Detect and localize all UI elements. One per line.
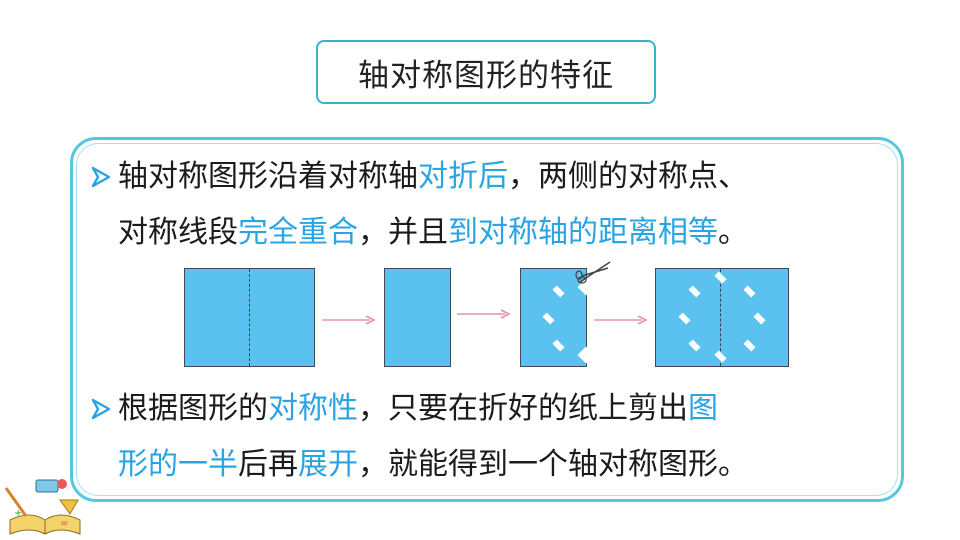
body-text: ，只要在折好的纸上剪出 bbox=[358, 391, 688, 426]
body-text: ，并且 bbox=[358, 215, 448, 250]
highlighted-text: 对称性 bbox=[268, 391, 358, 426]
highlighted-text: 图 bbox=[688, 391, 718, 426]
paper-cut bbox=[520, 268, 595, 367]
highlighted-text: 形的一半 bbox=[118, 447, 238, 482]
paper-unfolded-result bbox=[655, 268, 789, 367]
highlighted-text: 对折后 bbox=[418, 159, 508, 194]
svg-text:+: + bbox=[14, 508, 22, 519]
arrow-right-icon bbox=[594, 315, 648, 325]
paper-unfolded bbox=[184, 268, 315, 367]
point-1-line-2: 对称线段完全重合，并且到对称轴的距离相等。 bbox=[118, 206, 918, 260]
body-text: 对称线段 bbox=[118, 215, 238, 250]
bullet-arrow-icon bbox=[91, 398, 111, 420]
scissors-icon bbox=[575, 261, 611, 284]
body-text: 轴对称图形沿着对称轴 bbox=[118, 159, 418, 194]
svg-text:=: = bbox=[60, 518, 68, 529]
point-2-line-2: 形的一半后再展开，就能得到一个轴对称图形。 bbox=[118, 438, 918, 492]
highlighted-text: 展开 bbox=[298, 447, 358, 482]
body-text: ，两侧的对称点、 bbox=[508, 159, 748, 194]
slide-title: 轴对称图形的特征 bbox=[316, 40, 656, 104]
highlighted-text: 完全重合 bbox=[238, 215, 358, 250]
point-2-line-1: 根据图形的对称性，只要在折好的纸上剪出图 bbox=[118, 382, 918, 436]
arrow-right-icon bbox=[457, 309, 511, 319]
paper-folded bbox=[384, 268, 451, 367]
body-text: 。 bbox=[718, 215, 748, 250]
body-text: 后再 bbox=[238, 447, 298, 482]
body-text: 根据图形的 bbox=[118, 391, 268, 426]
stationery-decoration-icon: + = bbox=[4, 479, 81, 535]
highlighted-text: 到对称轴的距离相等 bbox=[448, 215, 718, 250]
point-1-line-1: 轴对称图形沿着对称轴对折后，两侧的对称点、 bbox=[118, 150, 918, 204]
bullet-arrow-icon bbox=[91, 166, 111, 188]
body-text: ，就能得到一个轴对称图形。 bbox=[358, 447, 748, 482]
arrow-right-icon bbox=[322, 315, 376, 325]
